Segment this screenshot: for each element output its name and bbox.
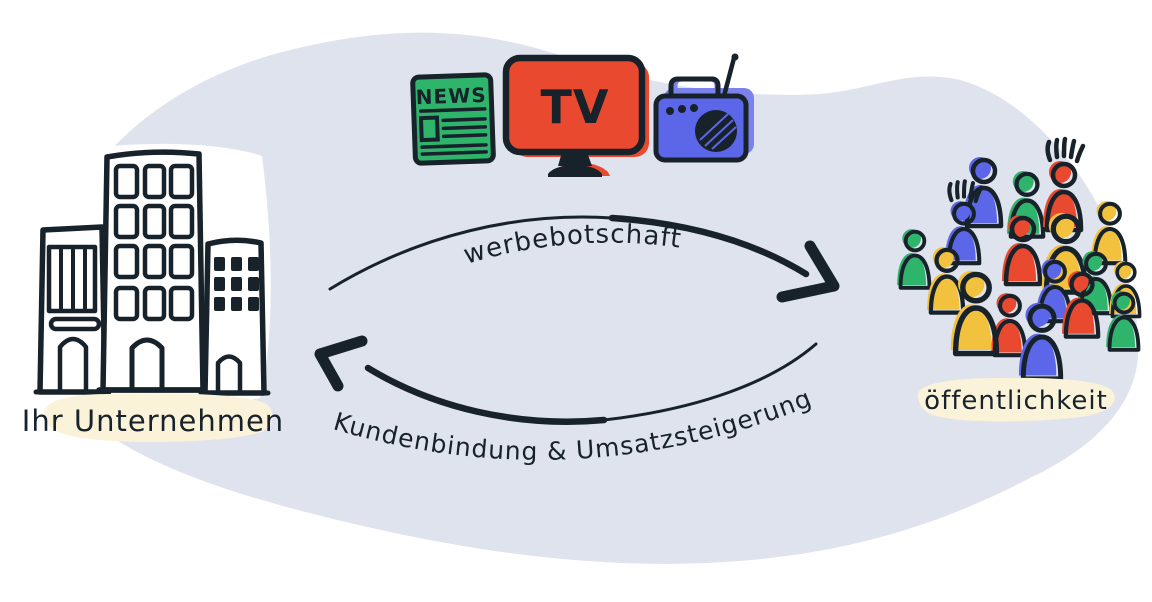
public-label: öffentlichkeit: [924, 386, 1108, 416]
radio-handle: [668, 76, 721, 99]
person-figure-raised-hand: [945, 179, 984, 263]
building-right: [198, 237, 271, 396]
person-figure-raised-hand: [1043, 136, 1086, 230]
raised-fingers: [1045, 136, 1086, 164]
company-label-highlight: [43, 393, 273, 442]
newspaper-icon: NEWS: [410, 72, 496, 166]
building-left: [33, 224, 112, 395]
radio-antenna: [721, 55, 737, 99]
background-blob: [29, 32, 1139, 564]
company-label: Ihr Unternehmen: [22, 404, 284, 438]
building-right-windows: [214, 257, 259, 311]
top-arrowhead: [776, 240, 840, 303]
public-label-highlight: [917, 377, 1115, 422]
tv-stand-neck: [558, 152, 592, 166]
tv-label: TV: [541, 80, 610, 134]
bottom-arrow: [314, 335, 818, 425]
radio-antenna-tip: [731, 53, 739, 61]
radio-icon: [653, 53, 754, 163]
tv-stand-base: [548, 165, 602, 177]
newspaper-lines: [420, 117, 488, 156]
company-buildings-icon: [23, 143, 271, 409]
tv-icon: TV: [502, 54, 649, 177]
radio-speaker: [695, 110, 737, 152]
radio-knobs: [666, 104, 698, 115]
raised-fingers: [947, 179, 984, 204]
building-middle-windows: [113, 163, 195, 322]
newspaper-photo-box: [418, 115, 440, 143]
building-middle: [96, 149, 210, 393]
newspaper-title: NEWS: [415, 83, 487, 109]
bottom-arrowhead: [314, 335, 368, 392]
radio-speaker-hatch: [699, 113, 737, 150]
newspaper-rule: [418, 107, 487, 113]
top-arrow: [328, 214, 840, 303]
crowd-icon: [897, 136, 1142, 379]
